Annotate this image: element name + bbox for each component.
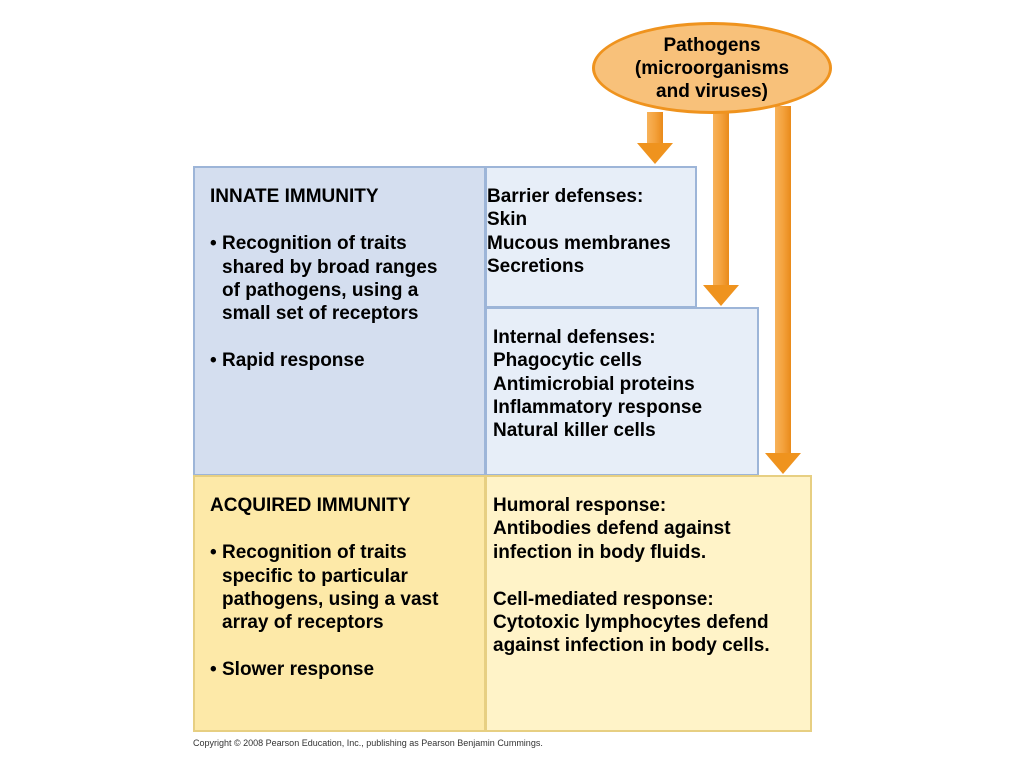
internal-defense-item: Inflammatory response xyxy=(493,396,703,418)
internal-defense-item: Phagocytic cells xyxy=(493,350,642,372)
bullet-line: Recognition of traits xyxy=(222,233,407,255)
bullet-line: Rapid response xyxy=(222,350,365,372)
innate-immunity-box xyxy=(193,166,486,476)
innate-immunity-title: INNATE IMMUNITY xyxy=(210,186,379,207)
bullet-line: Slower response xyxy=(222,659,375,681)
barrier-defenses-box xyxy=(485,166,697,308)
innate-immunity-text: INNATE IMMUNITY • Recognition of traits … xyxy=(210,185,437,373)
barrier-defenses-text: Barrier defenses: Skin Mucous membranes … xyxy=(487,185,671,278)
bullet-marker: • xyxy=(210,233,217,255)
humoral-response-line: Antibodies defend against xyxy=(493,518,731,540)
barrier-defenses-title: Barrier defenses: xyxy=(487,186,644,207)
acquired-bullet-recognition: • Recognition of traits specific to part… xyxy=(210,541,438,634)
internal-defenses-title: Internal defenses: xyxy=(493,327,656,348)
bullet-line: small set of receptors xyxy=(222,303,419,325)
bullet-line: Recognition of traits xyxy=(222,542,407,564)
acquired-responses-text: Humoral response: Antibodies defend agai… xyxy=(493,494,770,658)
arrow-to-internal-defenses xyxy=(703,112,739,306)
arrow-to-acquired-immunity xyxy=(765,106,801,474)
innate-bullet-speed: • Rapid response xyxy=(210,349,437,372)
bullet-line: shared by broad ranges xyxy=(222,256,438,278)
bullet-line: pathogens, using a vast xyxy=(222,588,439,610)
arrow-to-barrier-defenses xyxy=(637,112,673,164)
humoral-response-line: infection in body fluids. xyxy=(493,541,707,563)
barrier-defense-item: Mucous membranes xyxy=(487,232,671,254)
acquired-bullet-speed: • Slower response xyxy=(210,658,438,681)
copyright-notice: Copyright © 2008 Pearson Education, Inc.… xyxy=(193,738,543,748)
pathogens-node: Pathogens (microorganisms and viruses) xyxy=(592,22,832,114)
acquired-immunity-text: ACQUIRED IMMUNITY • Recognition of trait… xyxy=(210,494,438,682)
barrier-defense-item: Secretions xyxy=(487,255,585,277)
bullet-marker: • xyxy=(210,350,217,372)
bullet-line: array of receptors xyxy=(222,612,384,634)
pathogens-line: Pathogens xyxy=(663,34,761,56)
internal-defense-item: Natural killer cells xyxy=(493,420,656,442)
humoral-response-title: Humoral response: xyxy=(493,495,667,516)
cell-mediated-response-title: Cell-mediated response: xyxy=(493,588,714,610)
pathogens-line: (microorganisms xyxy=(634,57,790,79)
cell-mediated-response-line: Cytotoxic lymphocytes defend xyxy=(493,612,769,634)
acquired-immunity-title: ACQUIRED IMMUNITY xyxy=(210,495,411,516)
bullet-marker: • xyxy=(210,659,217,681)
bullet-line: specific to particular xyxy=(222,565,408,587)
cell-mediated-response-line: against infection in body cells. xyxy=(493,635,770,657)
innate-bullet-recognition: • Recognition of traits shared by broad … xyxy=(210,232,437,325)
bullet-marker: • xyxy=(210,542,217,564)
barrier-defense-item: Skin xyxy=(487,209,528,231)
acquired-responses-box xyxy=(485,475,812,732)
internal-defenses-text: Internal defenses: Phagocytic cells Anti… xyxy=(493,326,702,442)
pathogens-line: and viruses) xyxy=(656,80,768,102)
internal-defense-item: Antimicrobial proteins xyxy=(493,373,695,395)
acquired-immunity-box xyxy=(193,475,486,732)
bullet-line: of pathogens, using a xyxy=(222,279,419,301)
